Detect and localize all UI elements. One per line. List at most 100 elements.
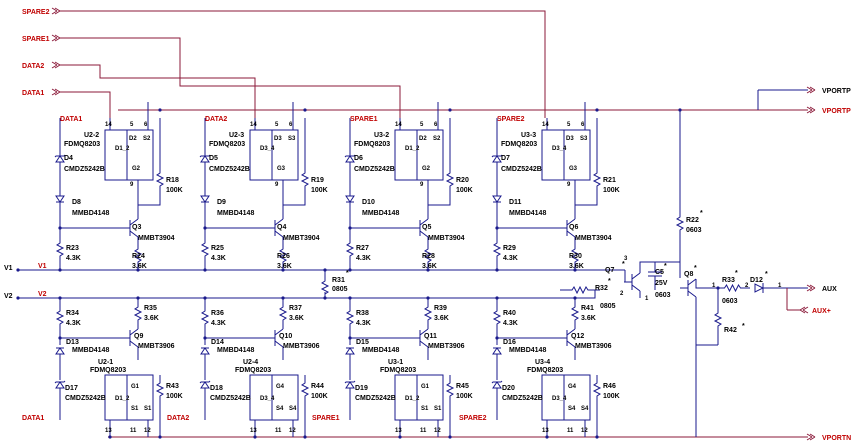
upper-mosfet-drain-label: D1_2 (405, 146, 420, 152)
upper-mosfet-gate-box (271, 129, 299, 181)
q7-transistor (624, 272, 641, 292)
r33-ref: R33 (722, 277, 735, 284)
lower-zener-part: CMDZ5242B (355, 395, 396, 402)
lower-pullup-resistor (445, 380, 455, 400)
lower-diode-symbol (200, 347, 210, 355)
upper-rp-value: 100K (456, 187, 473, 194)
upper-rc-ref: R26 (277, 253, 290, 260)
upper-mosfet-d2-label: D3 (274, 136, 282, 142)
pin-number: 5 (275, 122, 279, 128)
upper-emitter-resistor (492, 240, 502, 264)
upper-zener-part: CMDZ5242B (209, 166, 250, 173)
upper-rp-ref: R18 (166, 177, 179, 184)
pin-number: 9 (130, 182, 134, 188)
upper-mosfet-d2-label: D2 (419, 136, 427, 142)
r31-value: 0805 (332, 286, 348, 293)
pin-number: 5 (130, 122, 134, 128)
upper-transistor-ref: Q5 (422, 224, 431, 231)
pin-number: 14 (250, 122, 257, 128)
q7-star: * (622, 261, 625, 268)
r42-ref: R42 (724, 327, 737, 334)
upper-rp-value: 100K (603, 187, 620, 194)
lower-zener-symbol (344, 380, 356, 389)
vportp-label-b: VPORTP (822, 108, 851, 115)
upper-transistor-ref: Q4 (277, 224, 286, 231)
lower-mosfet-source-label: S4 (568, 406, 576, 412)
lower-rp-ref: R45 (456, 383, 469, 390)
d12-pin: 2 (745, 283, 749, 289)
lower-collector-resistor (133, 304, 143, 322)
r33-value: 0603 (722, 298, 738, 305)
junction-dot (58, 336, 62, 340)
lower-re-value: 4.3K (66, 320, 81, 327)
net-wire-data1 (60, 91, 111, 118)
q8-star: * (694, 265, 697, 272)
lower-pullup-resistor (155, 380, 165, 400)
upper-zener-symbol (491, 154, 503, 163)
lower-zener-symbol (199, 380, 211, 389)
lower-mosfet-gate-label: G4 (276, 384, 285, 390)
lower-cell-net-label: DATA1 (22, 415, 44, 422)
upper-diode-symbol (492, 195, 502, 203)
lower-mosfet-source2-label: S4 (581, 406, 589, 412)
v2-net-label: V2 (38, 291, 47, 298)
upper-transistor (267, 218, 284, 238)
upper-re-ref: R23 (66, 245, 79, 252)
lower-mosfet-part: FDMQ8203 (235, 367, 271, 374)
junction-dot (495, 268, 499, 272)
upper-zener-ref: D4 (64, 155, 73, 162)
lower-diode-symbol (492, 347, 502, 355)
c5-capacitor (648, 271, 662, 277)
v2-port-label: V2 (4, 293, 13, 300)
upper-pullup-resistor (155, 170, 165, 190)
junction-dot (58, 226, 62, 230)
upper-mosfet-drain-box (541, 129, 565, 181)
net-arrow-spare2 (51, 7, 61, 15)
r32-resistor (560, 285, 600, 295)
upper-mosfet-drain-label: D3_4 (552, 146, 567, 152)
lower-mosfet-gate-box (563, 374, 591, 421)
lower-pullup-resistor (300, 380, 310, 400)
lower-diode-symbol (55, 347, 65, 355)
r22-star: * (700, 210, 703, 217)
r31-star: * (346, 270, 349, 277)
lower-re-value: 4.3K (503, 320, 518, 327)
upper-rp-return (575, 190, 598, 206)
r32-ref: R32 (595, 285, 608, 292)
lower-cell-net-label: SPARE1 (312, 415, 340, 422)
pin-number: 12 (144, 428, 151, 434)
pin-number: 13 (395, 428, 402, 434)
upper-mosfet-part: FDMQ8203 (64, 141, 100, 148)
lower-cell-net-label: SPARE2 (459, 415, 487, 422)
upper-rp-value: 100K (166, 187, 183, 194)
junction-dot (348, 226, 352, 230)
lower-transistor (122, 328, 139, 348)
lower-rc-value: 3.6K (434, 315, 449, 322)
upper-cell-net-label: SPARE2 (497, 116, 525, 123)
aux-label: AUX (822, 286, 837, 293)
lower-transistor-ref: Q10 (279, 333, 292, 340)
lower-diode-ref: D16 (503, 339, 516, 346)
upper-re-ref: R25 (211, 245, 224, 252)
junction-dot (158, 108, 162, 112)
upper-mosfet-drain-box (249, 129, 273, 181)
upper-zener-ref: D5 (209, 155, 218, 162)
lower-mosfet-ref: U3-1 (388, 359, 403, 366)
upper-rp-return (138, 190, 161, 206)
upper-diode-ref: D8 (72, 199, 81, 206)
lower-mosfet-source2-label: S1 (434, 406, 442, 412)
junction-dot (136, 296, 140, 300)
junction-dot (348, 268, 352, 272)
upper-transistor-ref: Q3 (132, 224, 141, 231)
net-wire-data2 (60, 64, 256, 118)
upper-transistor-part: MMBT3904 (138, 235, 175, 242)
lower-mosfet-ref: U2-4 (243, 359, 258, 366)
junction-dot (495, 296, 499, 300)
upper-mosfet-source-label: S3 (288, 136, 296, 142)
lower-diode-symbol (345, 347, 355, 355)
lower-collector-resistor (278, 304, 288, 322)
upper-diode-part: MMBD4148 (217, 210, 254, 217)
upper-mosfet-gate-label: G2 (132, 166, 141, 172)
lower-mosfet-part: FDMQ8203 (527, 367, 563, 374)
upper-rc-ref: R30 (569, 253, 582, 260)
